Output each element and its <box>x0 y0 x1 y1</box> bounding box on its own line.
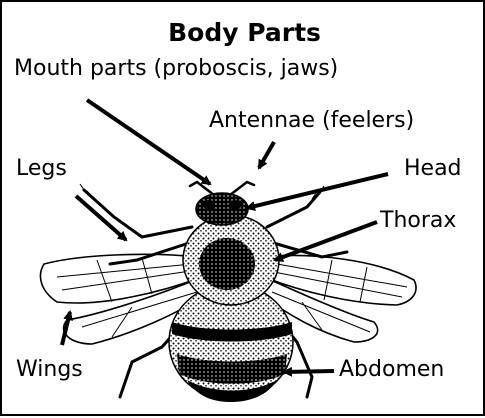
antennae-arrow <box>259 142 274 168</box>
legs-arrow <box>76 196 126 240</box>
label-abdomen: Abdomen <box>339 359 444 381</box>
label-wings: Wings <box>16 359 83 381</box>
mouth-arrow <box>87 100 210 184</box>
label-mouth-parts: Mouth parts (proboscis, jaws) <box>14 58 338 80</box>
diagram-title: Body Parts <box>2 18 485 47</box>
bee-thorax <box>183 215 279 305</box>
label-thorax: Thorax <box>380 210 456 232</box>
label-legs: Legs <box>16 158 67 180</box>
head-arrow <box>247 174 388 208</box>
label-antennae: Antennae (feelers) <box>209 110 414 132</box>
label-head: Head <box>404 158 462 180</box>
thorax-arrow <box>275 222 377 260</box>
bee-head <box>196 193 248 225</box>
abdomen-arrow <box>284 371 334 372</box>
